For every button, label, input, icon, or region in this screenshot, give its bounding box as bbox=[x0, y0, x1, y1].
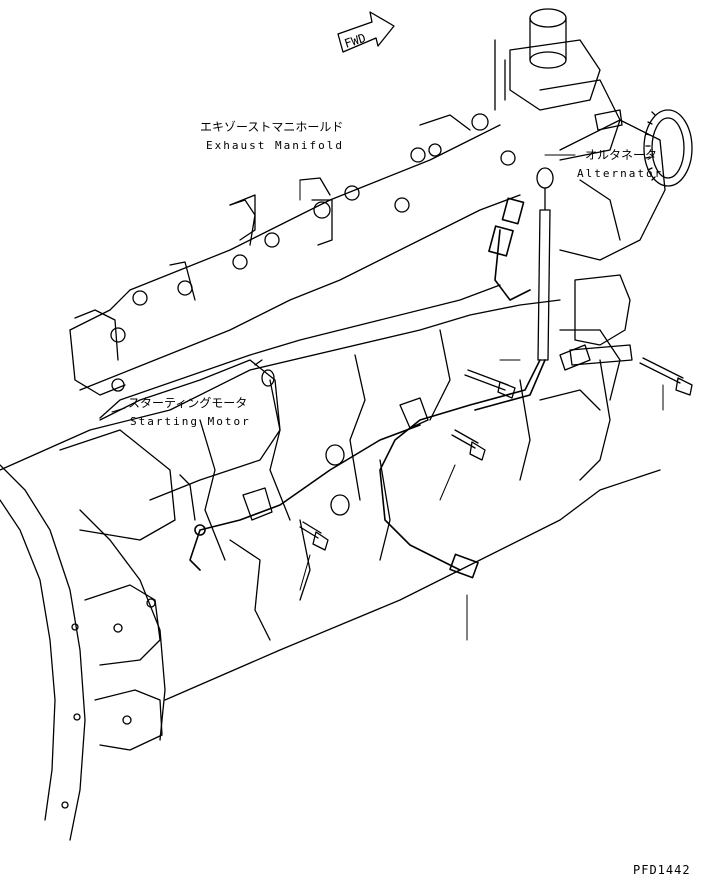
wiring-harness bbox=[189, 197, 546, 579]
alternator bbox=[559, 109, 693, 366]
clamps bbox=[242, 344, 591, 521]
exhaust-manifold bbox=[69, 113, 521, 396]
oil-dipstick bbox=[536, 167, 554, 361]
thermostat-housing bbox=[494, 8, 621, 161]
alternator-label-jp: オルタネータ bbox=[585, 148, 658, 162]
exhaust-manifold-label-en: Exhaust Manifold bbox=[206, 139, 344, 152]
engine-block bbox=[0, 284, 661, 701]
bolts bbox=[299, 357, 693, 551]
alternator-label-en: Alternator bbox=[577, 167, 664, 180]
drawing-code: PFD1442 bbox=[633, 863, 691, 877]
fwd-arrow: FWD bbox=[337, 11, 395, 53]
starting-motor-label-jp: スターティングモータ bbox=[128, 396, 248, 410]
leader-lines bbox=[111, 154, 664, 641]
flywheel-housing bbox=[0, 464, 166, 841]
starting-motor bbox=[59, 359, 281, 541]
starting-motor-label-en: Starting Motor bbox=[130, 415, 251, 428]
fwd-arrow-label: FWD bbox=[343, 31, 368, 51]
exhaust-manifold-label-jp: エキゾーストマニホールド bbox=[200, 120, 344, 134]
